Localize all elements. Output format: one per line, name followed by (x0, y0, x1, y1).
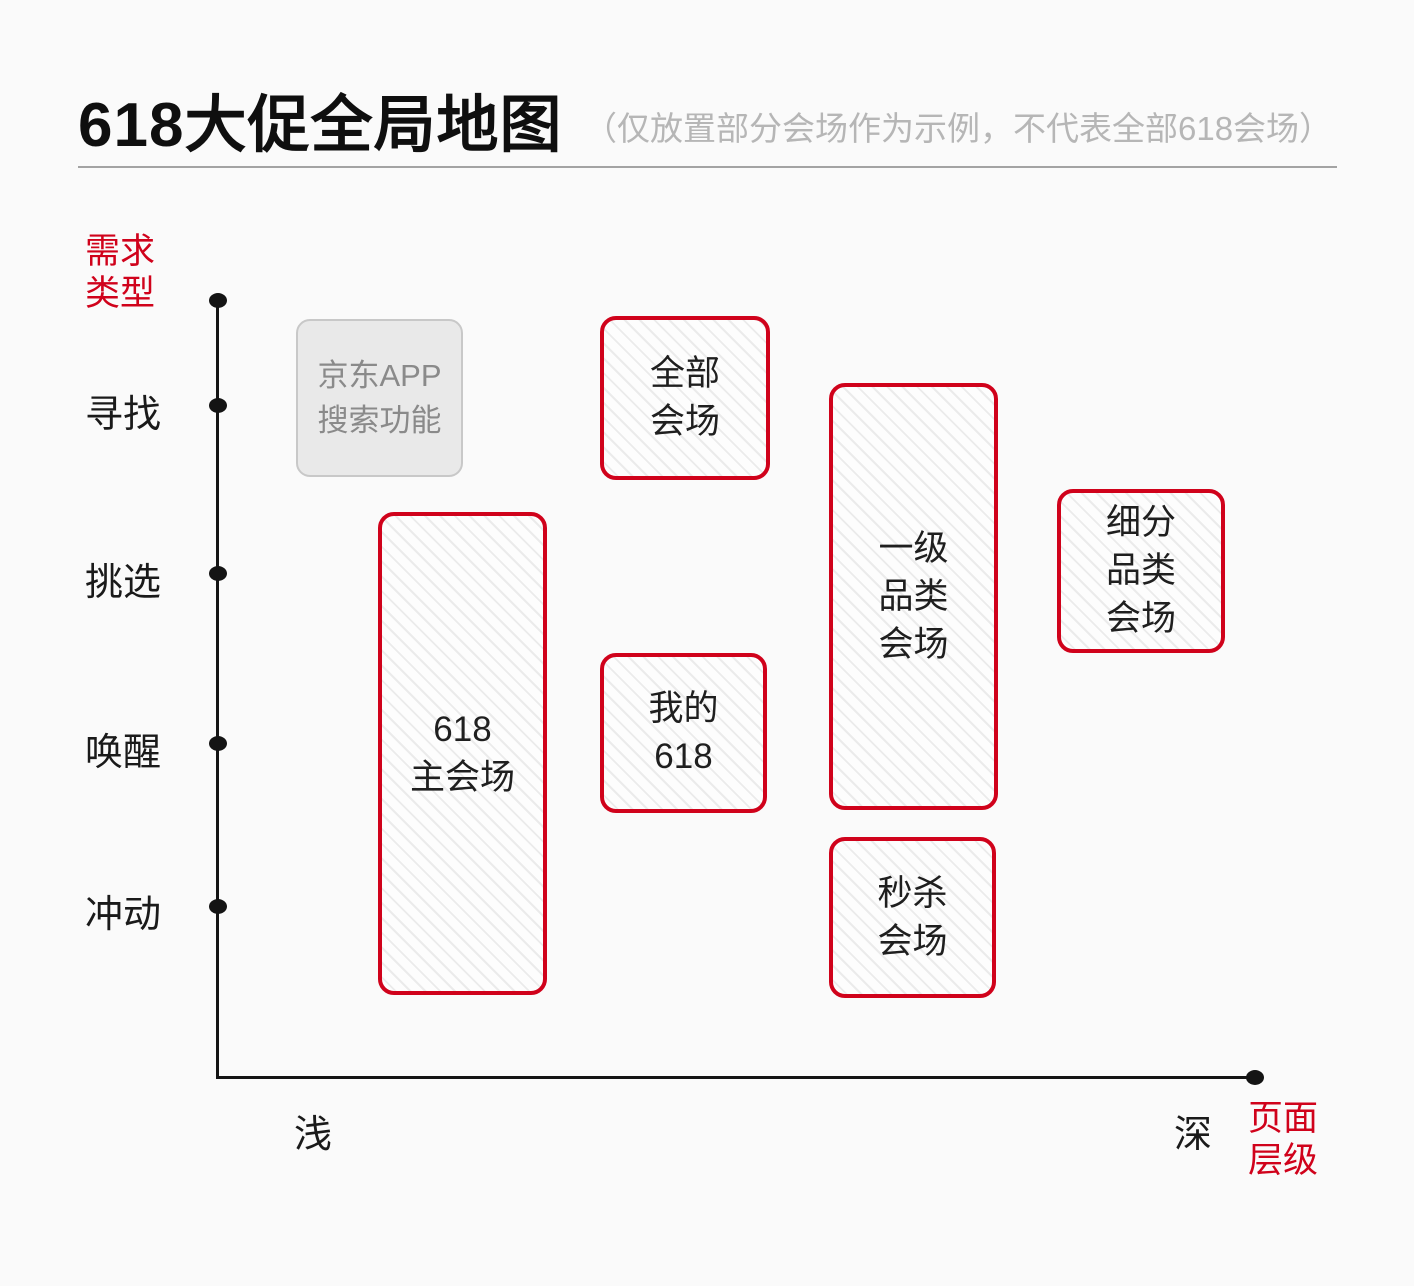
node-subdivided-category-venue: 细分 品类 会场 (1057, 489, 1225, 653)
x-axis-min-label: 浅 (294, 1114, 333, 1156)
x-axis-max-label: 深 (1174, 1114, 1213, 1156)
axis-dot (209, 398, 227, 413)
page-subtitle: （仅放置部分会场作为示例，不代表全部618会场） (584, 110, 1333, 147)
axis-dot (209, 293, 227, 308)
y-axis-tick-tiaoxuan: 挑选 (85, 562, 162, 604)
node-all-venues: 全部 会场 (600, 316, 770, 480)
node-jd-app-search: 京东APP 搜索功能 (296, 319, 463, 477)
x-axis-line (216, 1076, 1262, 1079)
axis-dot (209, 736, 227, 751)
header-divider (78, 166, 1337, 168)
page-title: 618大促全局地图 (78, 91, 563, 160)
node-618-main-venue: 618 主会场 (378, 512, 547, 995)
axis-dot (1246, 1070, 1264, 1085)
y-axis-tick-xunzhao: 寻找 (85, 394, 162, 436)
y-axis-tick-chongdong: 冲动 (85, 894, 162, 936)
node-flash-sale-venue: 秒杀 会场 (829, 837, 996, 998)
y-axis-tick-huanxing: 唤醒 (85, 732, 162, 774)
y-axis-line (216, 300, 219, 1078)
x-axis-title: 页面 层级 (1248, 1099, 1319, 1180)
y-axis-title: 需求 类型 (85, 232, 156, 313)
node-primary-category-venue: 一级 品类 会场 (829, 383, 998, 810)
node-my-618: 我的 618 (600, 653, 767, 813)
axis-dot (209, 566, 227, 581)
axis-dot (209, 899, 227, 914)
